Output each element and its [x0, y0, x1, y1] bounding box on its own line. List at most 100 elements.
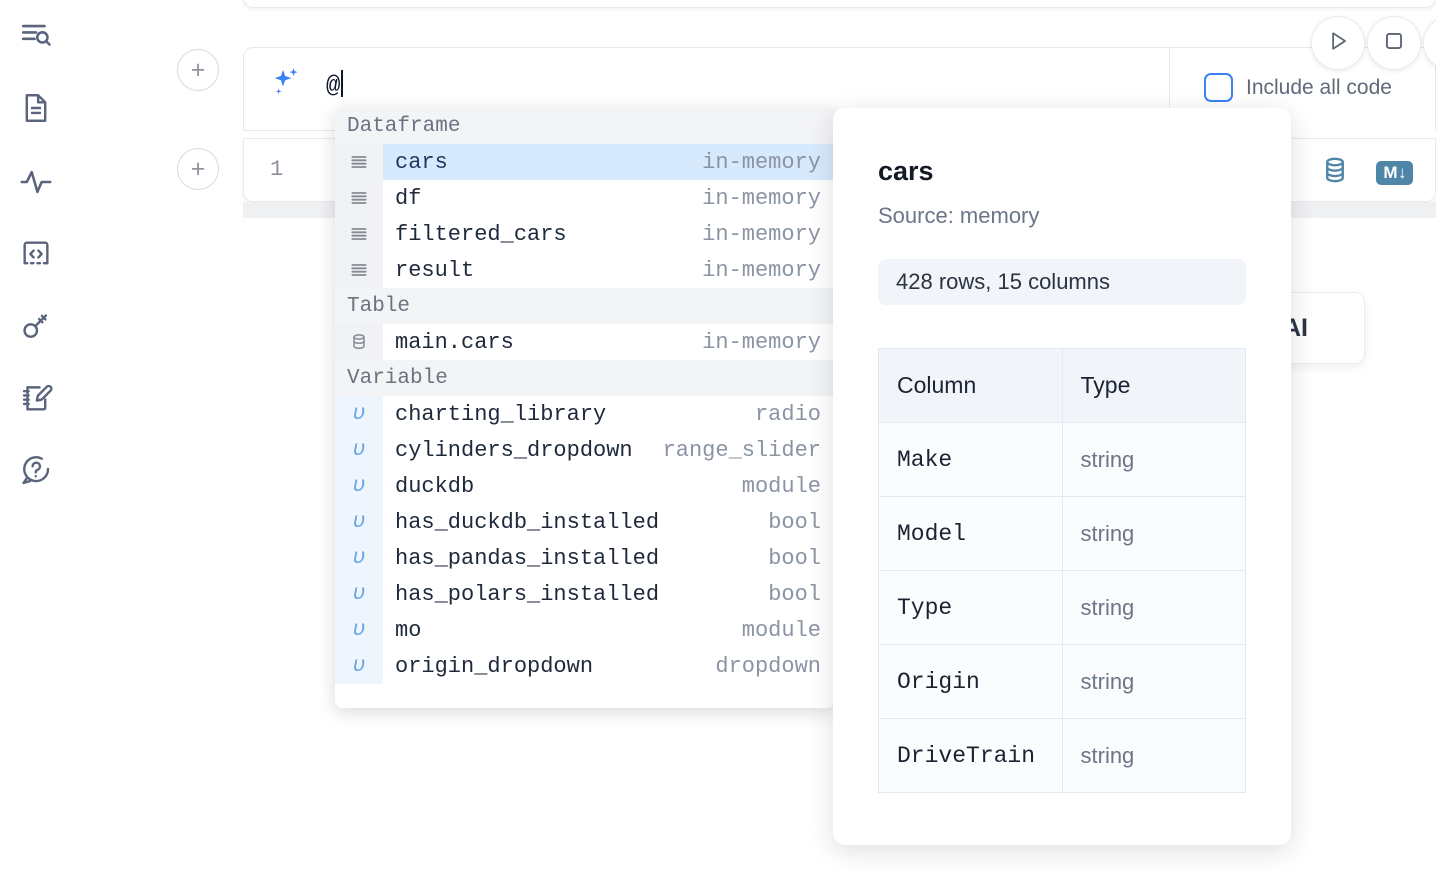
sidebar-item-activity[interactable]	[10, 156, 62, 208]
autocomplete-item[interactable]: υ has_duckdb_installed bool	[335, 504, 835, 540]
plus-icon: +	[190, 154, 206, 183]
activity-icon	[19, 165, 53, 199]
sparkle-ai-icon	[270, 65, 304, 99]
include-all-code-toggle[interactable]: Include all code	[1204, 73, 1392, 102]
column-type-cell: string	[1061, 422, 1246, 497]
previous-cell-partial	[243, 0, 1436, 8]
column-type-cell: string	[1061, 570, 1246, 645]
autocomplete-item-type: bool	[768, 545, 821, 571]
autocomplete-group-header: Dataframe	[335, 108, 835, 144]
autocomplete-item-name: result	[395, 257, 475, 283]
table-column-header: Column	[878, 348, 1063, 423]
autocomplete-item-name: duckdb	[395, 473, 475, 499]
dataframe-icon	[335, 180, 383, 216]
table-database-icon	[335, 324, 383, 360]
plus-icon: +	[190, 55, 206, 84]
sidebar-item-outline[interactable]	[10, 10, 62, 62]
detail-title: cars	[878, 156, 934, 186]
dataframe-icon	[335, 216, 383, 252]
autocomplete-item-type: range_slider	[662, 437, 821, 463]
add-cell-above-button[interactable]: +	[177, 49, 219, 91]
include-all-code-checkbox[interactable]	[1204, 73, 1233, 102]
dataframe-icon	[335, 252, 383, 288]
markdown-badge-arrow: ↓	[1398, 162, 1407, 182]
column-name-cell: Type	[878, 570, 1063, 645]
autocomplete-item-type: radio	[754, 401, 821, 427]
help-icon	[19, 453, 53, 487]
explore-outline-icon	[19, 19, 53, 53]
autocomplete-item-name: has_pandas_installed	[395, 545, 660, 571]
autocomplete-item-name: mo	[395, 617, 422, 643]
autocomplete-item-name: origin_dropdown	[395, 653, 594, 679]
detail-source: Source: memory	[878, 203, 1040, 228]
column-name-cell: Make	[878, 422, 1063, 497]
autocomplete-item-name: main.cars	[395, 329, 514, 355]
autocomplete-item[interactable]: cars in-memory	[335, 144, 835, 180]
autocomplete-item-type: module	[741, 617, 821, 643]
column-type-cell: string	[1061, 718, 1246, 793]
sidebar-item-secrets[interactable]	[10, 300, 62, 352]
autocomplete-item[interactable]: result in-memory	[335, 252, 835, 288]
detail-shape-badge: 428 rows, 15 columns	[878, 259, 1246, 305]
sidebar-item-help[interactable]	[10, 444, 62, 496]
markdown-badge-letter: M	[1383, 162, 1397, 182]
autocomplete-item-name: cars	[395, 149, 448, 175]
autocomplete-item-name: has_polars_installed	[395, 581, 660, 607]
sidebar-item-files[interactable]	[10, 82, 62, 134]
include-all-code-label: Include all code	[1246, 75, 1392, 99]
scratchpad-icon	[19, 381, 53, 415]
autocomplete-item-name: filtered_cars	[395, 221, 567, 247]
sidebar-item-snippets[interactable]	[10, 228, 62, 280]
play-icon	[1325, 28, 1351, 59]
dataframe-icon	[335, 144, 383, 180]
autocomplete-item[interactable]: df in-memory	[335, 180, 835, 216]
sidebar-rail	[0, 0, 72, 874]
variable-icon: υ	[335, 468, 383, 504]
add-cell-below-button[interactable]: +	[177, 148, 219, 190]
secrets-key-icon	[19, 309, 53, 343]
cell-toolbar: M↓	[1320, 155, 1413, 190]
column-name-cell: Model	[878, 496, 1063, 571]
variable-icon: υ	[335, 504, 383, 540]
run-cell-button[interactable]	[1311, 16, 1365, 70]
text-caret	[341, 70, 344, 97]
autocomplete-item-type: dropdown	[715, 653, 821, 679]
autocomplete-item-name: df	[395, 185, 422, 211]
column-type-cell: string	[1061, 496, 1246, 571]
autocomplete-group-header: Variable	[335, 360, 835, 396]
autocomplete-item[interactable]: υ has_polars_installed bool	[335, 576, 835, 612]
autocomplete-item-type: in-memory	[702, 149, 821, 175]
variable-icon: υ	[335, 576, 383, 612]
ai-prompt-value: @	[326, 73, 341, 100]
ai-prompt-input[interactable]: @	[326, 70, 344, 100]
database-icon[interactable]	[1320, 155, 1350, 190]
autocomplete-group-header: Table	[335, 288, 835, 324]
autocomplete-item-name: cylinders_dropdown	[395, 437, 633, 463]
variable-icon: υ	[335, 612, 383, 648]
autocomplete-item-type: in-memory	[702, 257, 821, 283]
autocomplete-item-type: bool	[768, 509, 821, 535]
autocomplete-item-name: has_duckdb_installed	[395, 509, 660, 535]
completion-detail-popup: cars Source: memory 428 rows, 15 columns…	[833, 108, 1291, 845]
sidebar-item-scratchpad[interactable]	[10, 372, 62, 424]
variable-icon: υ	[335, 648, 383, 684]
autocomplete-item[interactable]: υ origin_dropdown dropdown	[335, 648, 835, 684]
markdown-icon[interactable]: M↓	[1376, 160, 1413, 185]
autocomplete-item-type: in-memory	[702, 185, 821, 211]
file-icon	[19, 91, 53, 125]
autocomplete-item-type: bool	[768, 581, 821, 607]
autocomplete-dropdown[interactable]: Dataframe cars in-memory df in-memory filtere…	[335, 108, 835, 708]
stop-cell-button[interactable]	[1367, 16, 1421, 70]
